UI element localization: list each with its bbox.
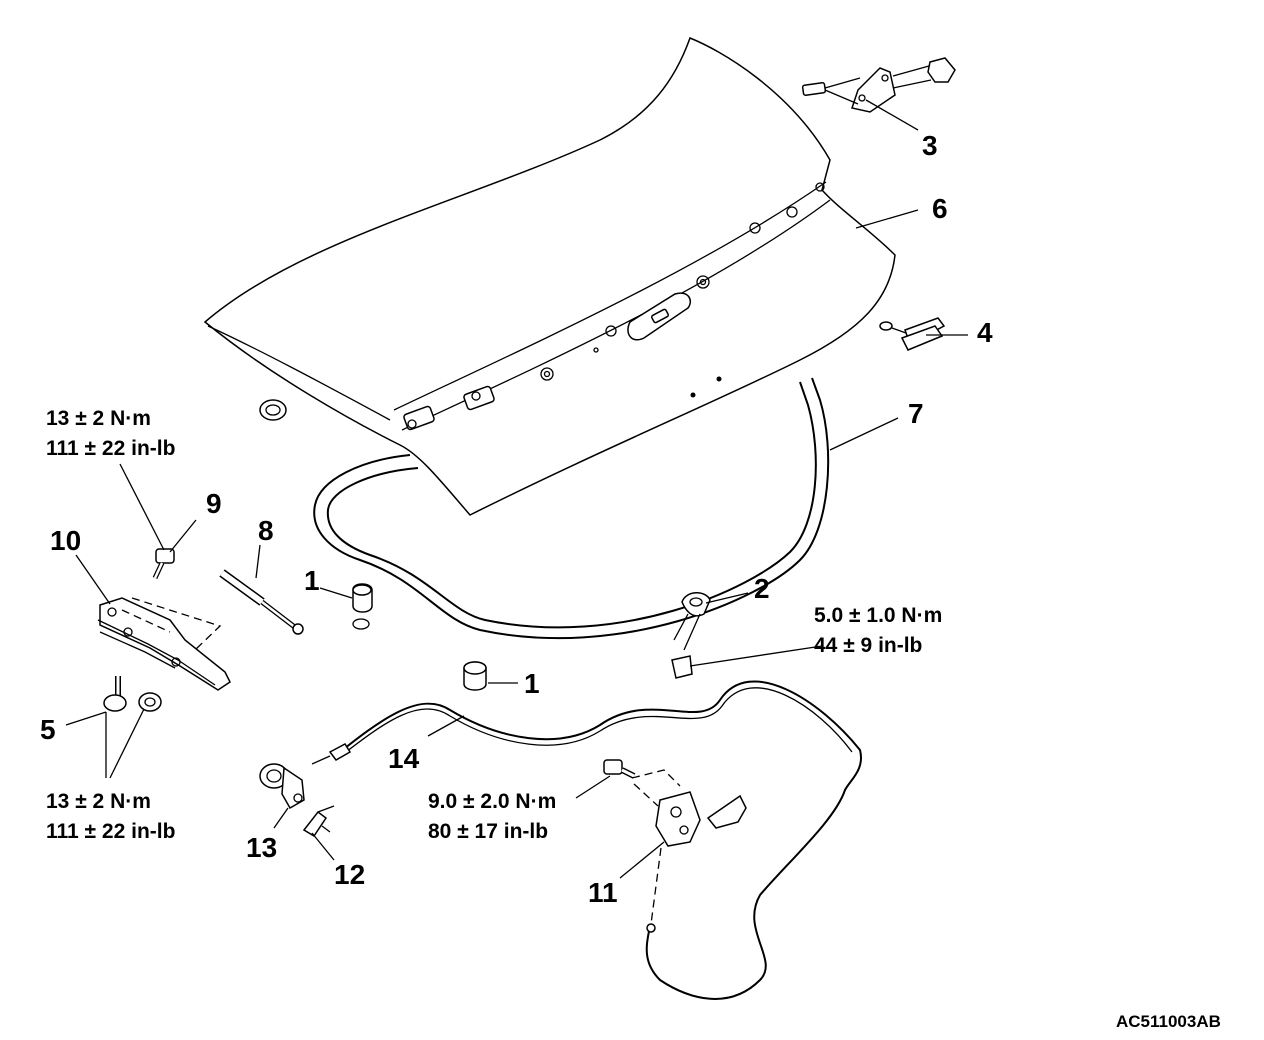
callout-11: 11: [588, 877, 618, 908]
torque-striker-nm: 5.0 ± 1.0 N·m: [814, 604, 942, 627]
release-cable-part-14: [311, 680, 862, 1000]
bumper-part-1-upper: [352, 583, 373, 630]
callout-6: 6: [932, 193, 948, 224]
callout-12: 12: [334, 859, 365, 890]
callout-4: 4: [977, 317, 993, 348]
callout-7: 7: [908, 398, 924, 429]
callout-14: 14: [388, 743, 420, 774]
striker-part-2: [671, 592, 711, 679]
callout-9: 9: [206, 488, 222, 519]
gas-strut-part-8: [219, 569, 304, 635]
hinge-bracket-part-3: [801, 57, 956, 113]
callout-8: 8: [258, 515, 274, 546]
torque-hinge-nut-nm: 13 ± 2 N·m: [46, 790, 151, 813]
callout-3: 3: [922, 130, 938, 161]
weatherstrip: [313, 377, 830, 640]
bolt-part-9: [152, 548, 175, 580]
figure-code: AC511003AB: [1116, 1012, 1221, 1031]
lock-cylinder-part-13: [259, 763, 305, 810]
hinge-part-10: [97, 597, 231, 691]
torque-latch-nm: 9.0 ± 2.0 N·m: [428, 790, 556, 813]
callout-13: 13: [246, 832, 277, 863]
torque-hinge-bolt-inlb: 111 ± 22 in-lb: [46, 437, 175, 460]
torque-latch-inlb: 80 ± 17 in-lb: [428, 820, 548, 843]
callout-5: 5: [40, 714, 56, 745]
trunk-lid: [203, 37, 896, 516]
grommet: [259, 399, 287, 421]
callout-2: 2: [754, 573, 770, 604]
bolts-part-5: [103, 676, 162, 712]
torque-striker-inlb: 44 ± 9 in-lb: [814, 634, 922, 657]
latch-part-11: [603, 759, 747, 933]
callout-10: 10: [50, 525, 81, 556]
retainer-part-12: [302, 805, 335, 838]
bumper-part-1-lower: [463, 661, 487, 691]
callout-1-upper: 1: [304, 565, 320, 596]
torque-hinge-bolt-nm: 13 ± 2 N·m: [46, 407, 151, 430]
leader-lines: [65, 99, 968, 879]
torque-hinge-nut-inlb: 111 ± 22 in-lb: [46, 820, 175, 843]
callout-1-lower: 1: [524, 668, 540, 699]
clip-part-4: [879, 317, 946, 351]
